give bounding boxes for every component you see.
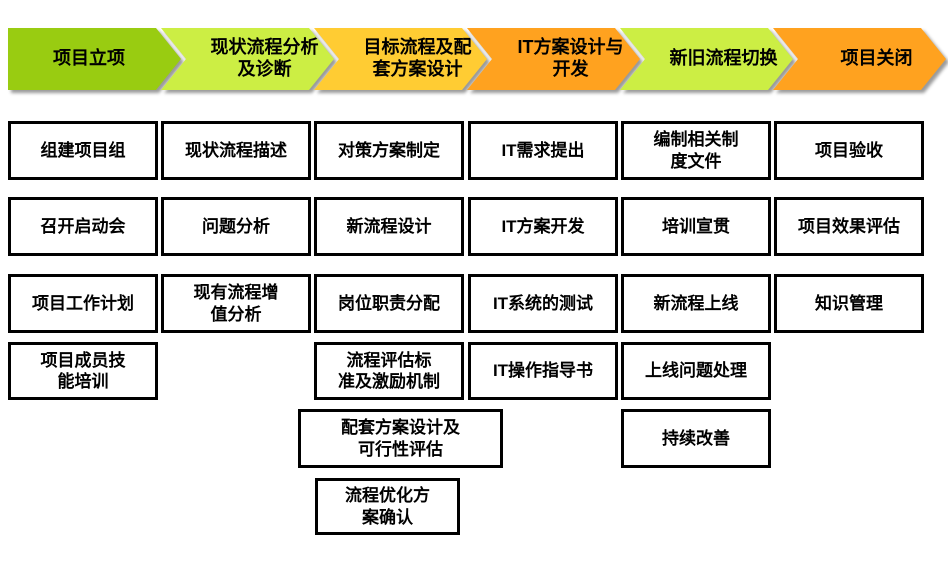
task-box-r3c5: 新流程上线 [621, 274, 771, 333]
task-box-r1c4: IT需求提出 [468, 121, 618, 180]
task-box-r2c1: 召开启动会 [8, 197, 158, 256]
phase-arrow-process-switchover: 新旧流程切换 [620, 28, 802, 90]
task-box-r6c3: 流程优化方 案确认 [315, 478, 460, 535]
task-box-r1c1: 组建项目组 [8, 121, 158, 180]
phase-arrow-project-closure: 项目关闭 [773, 28, 948, 90]
phase-arrow-label: 项目立项 [8, 28, 181, 90]
task-box-r5c3: 配套方案设计及 可行性评估 [298, 409, 503, 468]
phase-arrow-label: 项目关闭 [773, 28, 946, 90]
task-box-r1c3: 对策方案制定 [314, 121, 464, 180]
task-box-r3c1: 项目工作计划 [8, 274, 158, 333]
task-box-r2c3: 新流程设计 [314, 197, 464, 256]
phase-arrow-label: 新旧流程切换 [620, 28, 793, 90]
task-box-r5c5: 持续改善 [621, 409, 771, 468]
phase-arrow-it-solution-development: IT方案设计与 开发 [467, 28, 649, 90]
task-box-r2c6: 项目效果评估 [774, 197, 924, 256]
phase-arrow-label: 目标流程及配 套方案设计 [314, 28, 487, 90]
task-box-r1c6: 项目验收 [774, 121, 924, 180]
phase-arrow-label: 现状流程分析 及诊断 [161, 28, 334, 90]
phase-arrow-target-process-design: 目标流程及配 套方案设计 [314, 28, 496, 90]
task-box-r2c2: 问题分析 [161, 197, 311, 256]
task-box-r3c2: 现有流程增 值分析 [161, 274, 311, 333]
task-box-r3c4: IT系统的测试 [468, 274, 618, 333]
task-box-r1c2: 现状流程描述 [161, 121, 311, 180]
task-box-r3c3: 岗位职责分配 [314, 274, 464, 333]
task-box-r3c6: 知识管理 [774, 274, 924, 333]
task-box-r4c4: IT操作指导书 [468, 342, 618, 400]
phase-arrow-current-process-analysis: 现状流程分析 及诊断 [161, 28, 343, 90]
phase-arrow-label: IT方案设计与 开发 [467, 28, 640, 90]
task-box-r4c5: 上线问题处理 [621, 342, 771, 400]
task-box-r2c5: 培训宣贯 [621, 197, 771, 256]
task-box-r1c5: 编制相关制 度文件 [621, 121, 771, 180]
task-box-r4c3: 流程评估标 准及激励机制 [314, 342, 464, 400]
phase-arrow-project-initiation: 项目立项 [8, 28, 190, 90]
task-box-r2c4: IT方案开发 [468, 197, 618, 256]
task-box-r4c1: 项目成员技 能培训 [8, 342, 158, 400]
